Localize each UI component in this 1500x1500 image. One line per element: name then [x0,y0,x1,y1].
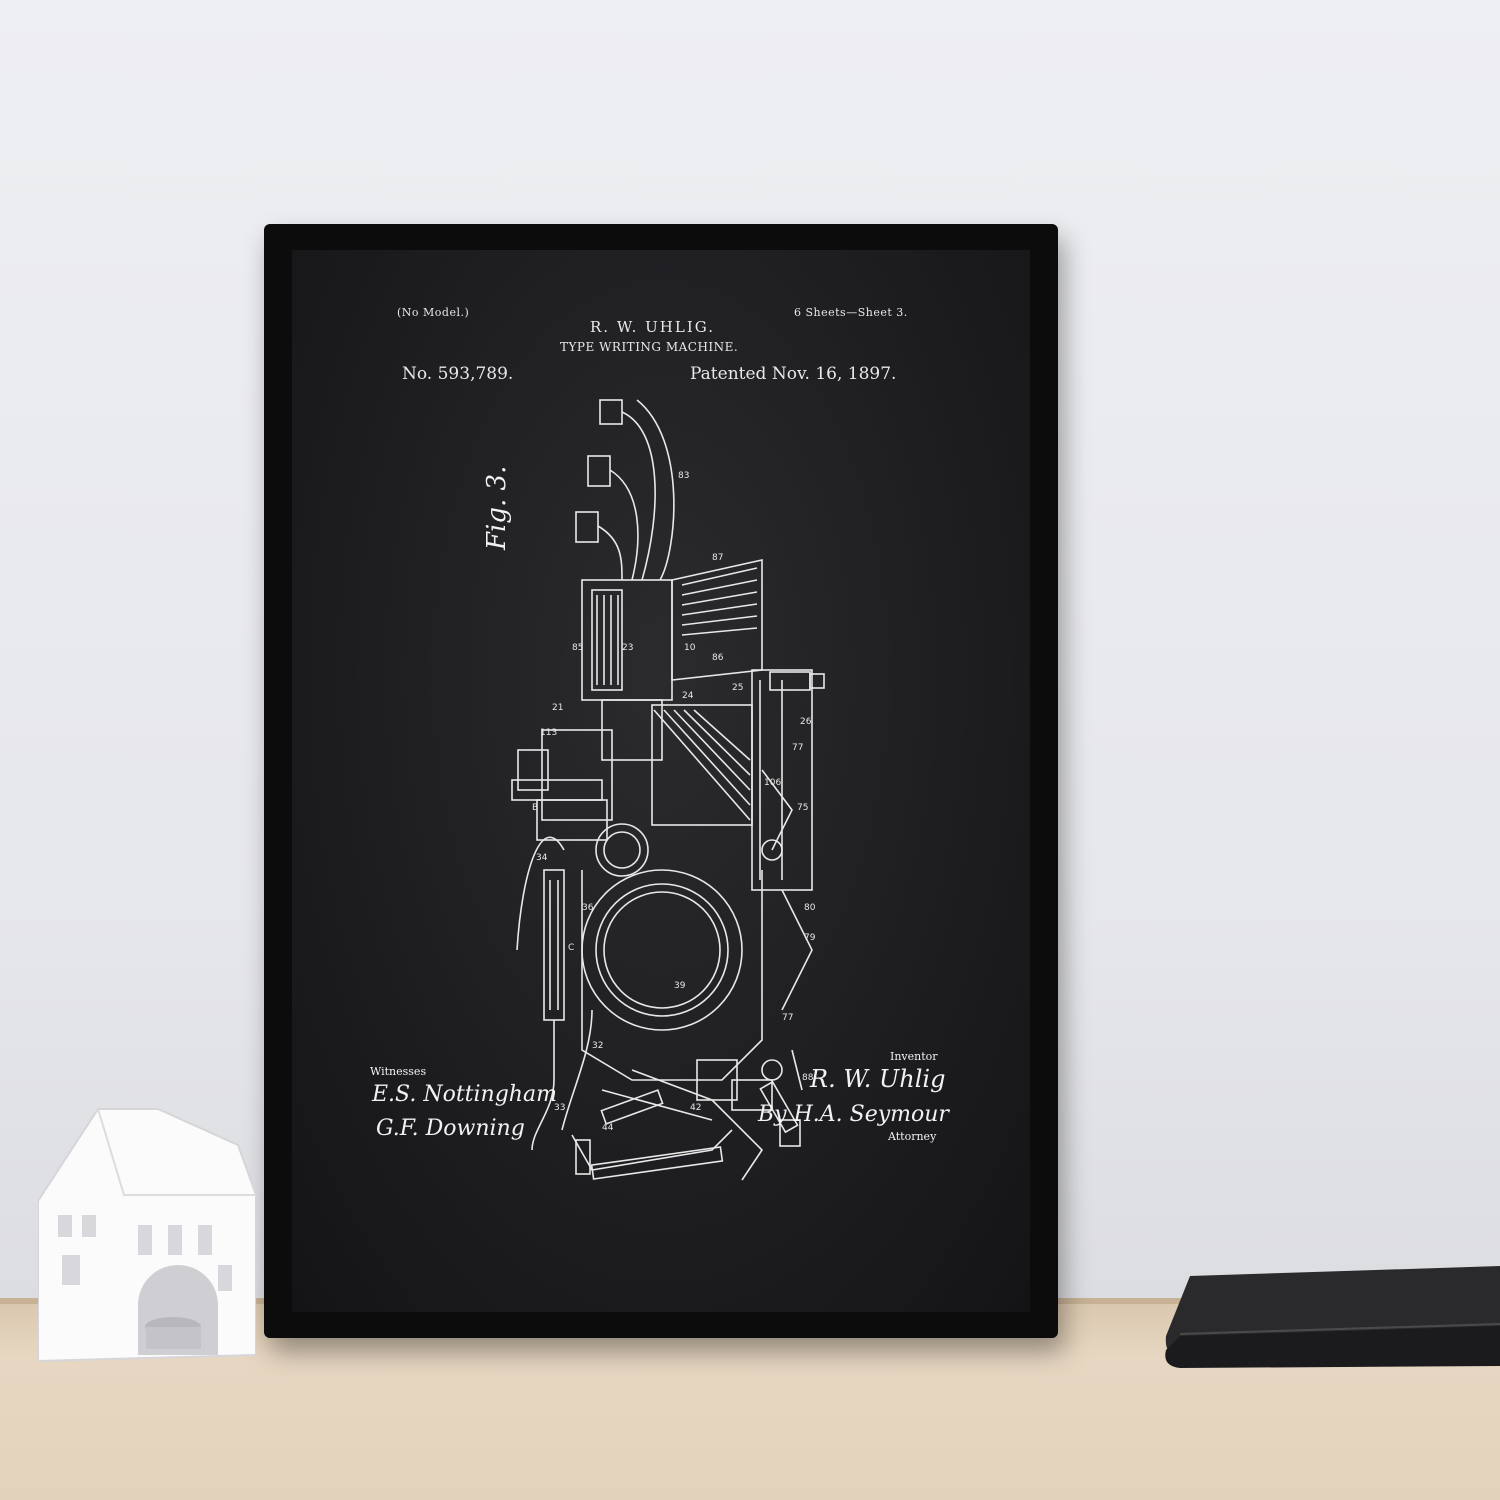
svg-text:36: 36 [582,903,594,913]
attorney-signature: By H.A. Seymour [758,1102,949,1127]
patent-date: Patented Nov. 16, 1897. [690,364,897,384]
svg-text:113: 113 [540,728,557,738]
svg-text:106: 106 [764,778,781,788]
witnesses-label: Witnesses [370,1065,427,1078]
patent-poster: (No Model.) 6 Sheets—Sheet 3. R. W. UHLI… [292,250,1030,1312]
svg-text:44: 44 [602,1123,614,1133]
attorney-label: Attorney [888,1130,937,1143]
svg-text:23: 23 [622,643,633,653]
svg-text:83: 83 [678,471,689,481]
svg-text:34: 34 [536,853,548,863]
inventor-label: Inventor [890,1050,938,1063]
svg-text:77: 77 [782,1013,793,1023]
svg-text:79: 79 [804,933,816,943]
svg-text:42: 42 [690,1103,701,1113]
svg-text:10: 10 [684,643,696,653]
svg-text:86: 86 [712,653,724,663]
ceramic-house-candle-holder [38,1108,256,1363]
svg-text:25: 25 [732,683,743,693]
patent-title: TYPE WRITING MACHINE. [560,340,739,354]
svg-text:C: C [568,943,574,953]
svg-text:85: 85 [572,643,583,653]
svg-text:21: 21 [552,703,563,713]
svg-text:77: 77 [792,743,803,753]
witness-1-signature: E.S. Nottingham [372,1082,557,1107]
svg-text:26: 26 [800,717,812,727]
svg-text:88: 88 [802,1073,814,1083]
svg-text:39: 39 [674,981,686,991]
header-sheets: 6 Sheets—Sheet 3. [794,306,908,319]
svg-text:24: 24 [682,691,694,701]
closed-laptop [1165,1266,1500,1368]
svg-text:33: 33 [554,1103,565,1113]
svg-text:87: 87 [712,553,723,563]
header-no-model: (No Model.) [397,306,470,319]
inventor-name-heading: R. W. UHLIG. [590,318,715,336]
svg-text:80: 80 [804,903,816,913]
svg-text:32: 32 [592,1041,603,1051]
inventor-signature: R. W. Uhlig [810,1065,946,1093]
witness-2-signature: G.F. Downing [376,1116,525,1141]
patent-number: No. 593,789. [402,364,514,384]
typewriter-mechanism-drawing: 83 87 86 85 10 23 24 21 113 B 34 36 C 32 33 44 42 39… [511,399,825,1181]
svg-text:B: B [532,803,538,813]
svg-text:75: 75 [797,803,808,813]
